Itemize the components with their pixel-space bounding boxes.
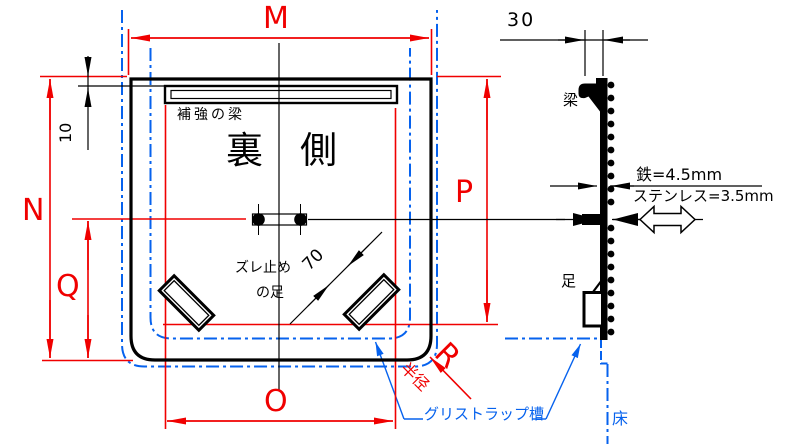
anti-slip-foot-right [342, 272, 401, 332]
black-center-and-dim-lines [78, 30, 762, 391]
anti-slip-foot-label-line1: ズレ止め [235, 260, 291, 276]
side-view-foot-profile [582, 279, 604, 328]
lid-plate-outline [129, 77, 433, 362]
dim-label-30: 30 [507, 9, 536, 31]
reinforcement-beam-label: 補強の梁 [177, 107, 245, 123]
grease-trap-label: グリストラップ槽 [424, 405, 545, 423]
dim-label-10: 10 [56, 122, 75, 143]
grease-trap-leader-lines [374, 341, 582, 420]
iron-thickness-label: 鉄=4.5mm [636, 165, 723, 184]
floor-label: 床 [612, 409, 629, 428]
beam-label: 梁 [563, 91, 579, 109]
dim-label-q: Q [56, 269, 80, 304]
anti-slip-foot-label-line2: の足 [256, 285, 284, 301]
dim-label-m: M [263, 1, 289, 36]
reinforcement-beam [163, 84, 399, 105]
stainless-thickness-label: ステンレス=3.5mm [633, 187, 774, 205]
dim-label-o: O [264, 384, 288, 419]
dim-label-n: N [22, 193, 45, 228]
dim-label-p: P [455, 175, 474, 210]
grease-trap-inner-dashed [149, 48, 411, 340]
side-view-checker-plate [596, 78, 615, 340]
grease-trap-side-edge [505, 337, 608, 365]
side-view-beam-profile [578, 83, 600, 112]
red-dimension-lines [40, 29, 501, 429]
center-handle [251, 204, 308, 235]
anti-slip-foot-left [157, 273, 216, 333]
side-view-center-bolt [582, 214, 603, 225]
foot-label: 足 [561, 272, 577, 290]
open-double-arrow-icon [638, 204, 697, 235]
back-side-label: 裏 側 [226, 129, 337, 172]
